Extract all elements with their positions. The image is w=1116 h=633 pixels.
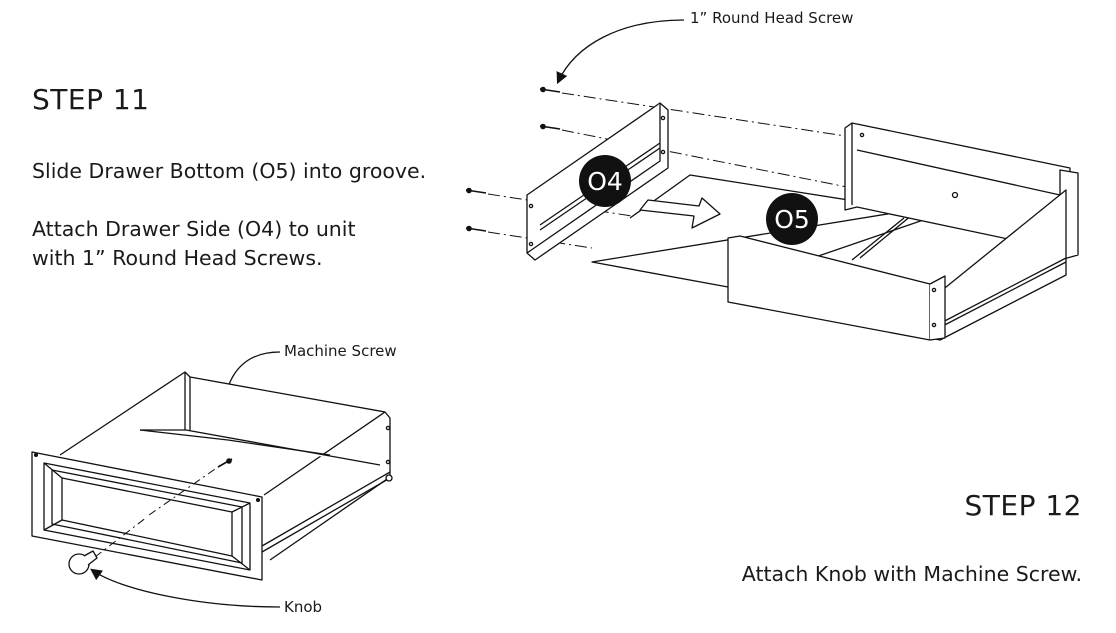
- assembled-drawer: [31, 371, 393, 581]
- knob-callout-arrow: [90, 568, 281, 608]
- callout-knob: Knob: [284, 598, 323, 616]
- step12-instruction-1: Attach Knob with Machine Screw.: [741, 562, 1082, 586]
- step12-title: STEP 12: [964, 489, 1082, 522]
- machine-screw: [217, 458, 233, 468]
- round-head-screws: [465, 86, 561, 232]
- drawer-front-panel: [727, 235, 946, 341]
- knob-alignment-line: [94, 466, 219, 558]
- part-label-O4: O4: [587, 167, 623, 196]
- part-badge-O4: O4: [579, 155, 631, 207]
- step11-instruction-2b: with 1” Round Head Screws.: [32, 246, 323, 270]
- step11-instruction-2a: Attach Drawer Side (O4) to unit: [32, 217, 356, 241]
- knob: [68, 550, 98, 575]
- part-label-O5: O5: [774, 205, 810, 234]
- callout-round-head-screw: 1” Round Head Screw: [690, 9, 854, 27]
- step11-instruction-1: Slide Drawer Bottom (O5) into groove.: [32, 159, 427, 183]
- screw-callout-arrow: [556, 19, 685, 85]
- part-badge-O5: O5: [766, 193, 818, 245]
- step11-title: STEP 11: [32, 83, 150, 116]
- callout-machine-screw: Machine Screw: [284, 342, 397, 360]
- slide-direction-arrow: [639, 197, 721, 229]
